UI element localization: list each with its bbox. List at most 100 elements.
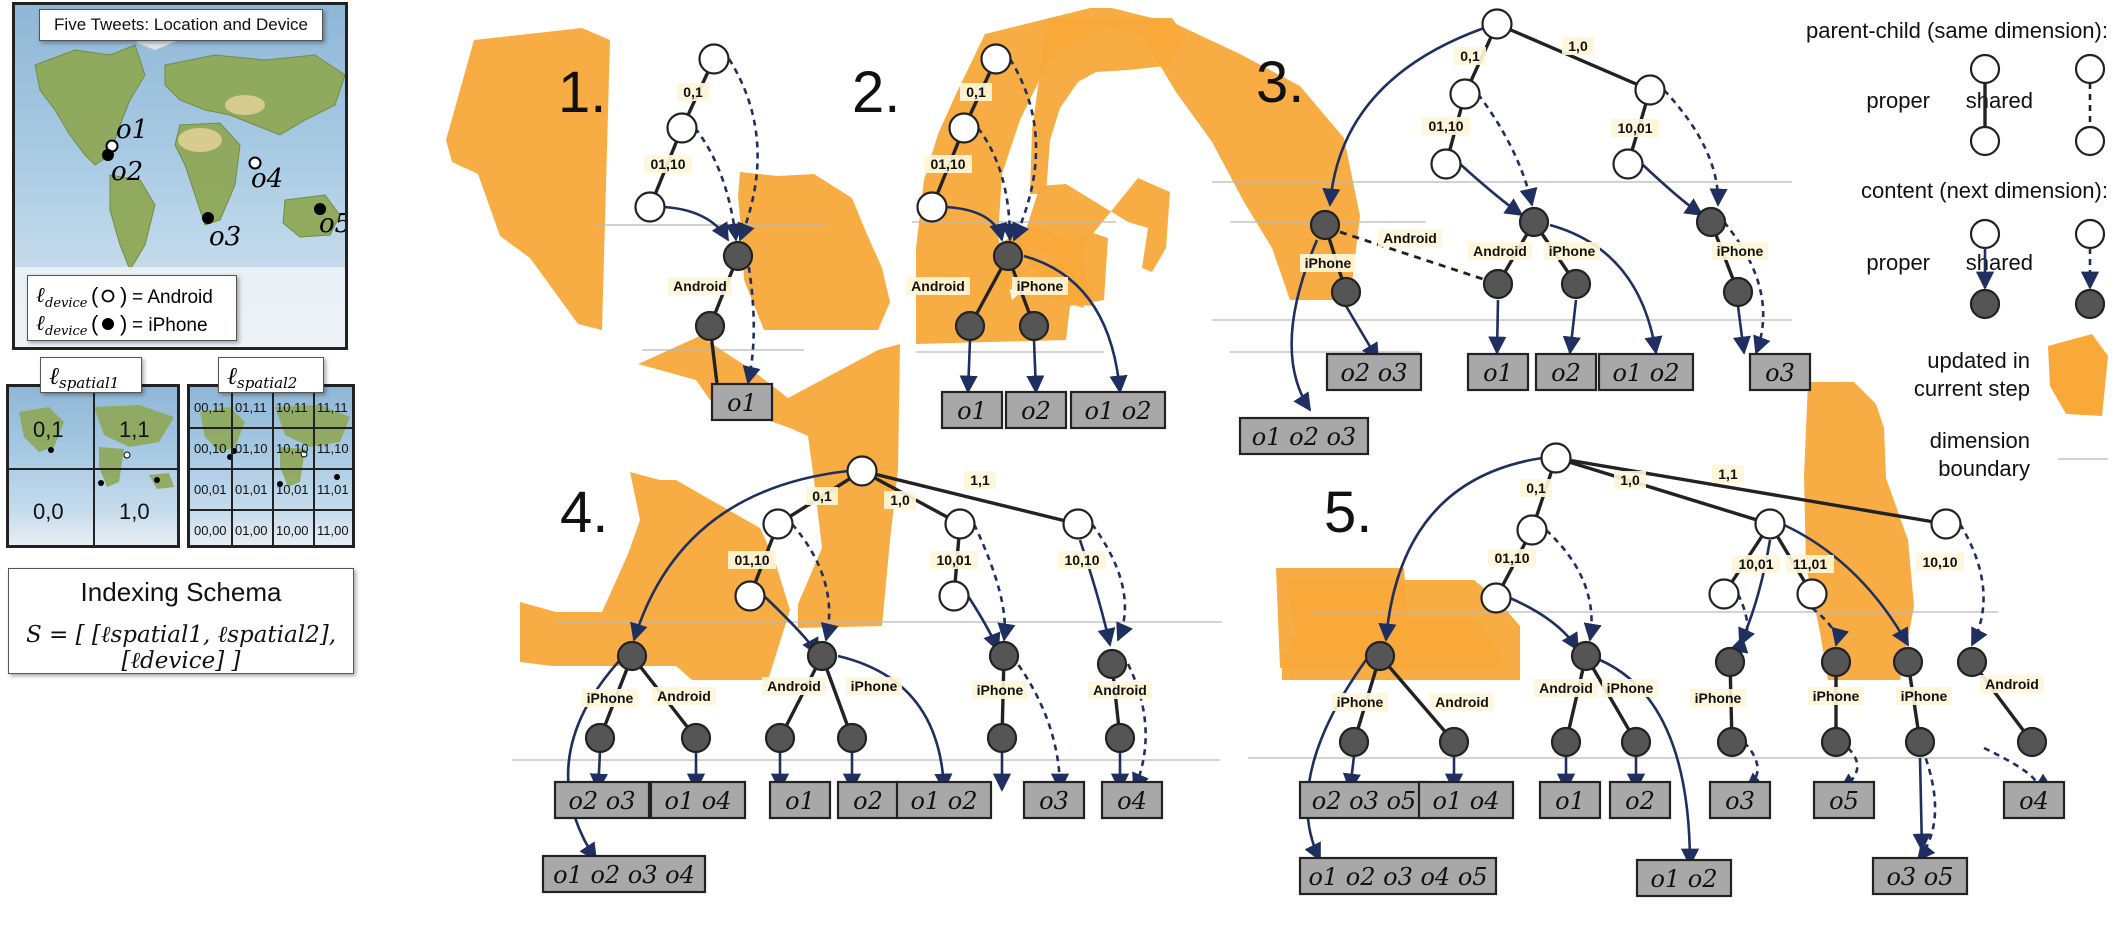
leaf-label: o1 o2 [910,787,977,815]
proper-parent-child-edge [1444,93,1467,165]
proper-parent-child-edge [708,255,740,327]
edge-label: iPhone [1901,688,1948,704]
edge-label: iPhone [851,678,898,694]
proper-content-edge [1023,254,1128,394]
content-node [1364,640,1396,672]
edge-label: 01,10 [930,156,965,172]
legend-node [2074,218,2106,250]
content-node [1550,726,1582,758]
legend-node [2074,288,2106,320]
proper-parent-child-edge [1352,655,1382,743]
proper-parent-child-edge [962,58,998,129]
content-node [680,722,712,754]
spatial2-title: ℓ spatial2 [218,357,324,393]
edge-label: 0,1 [966,84,986,100]
edge-label-bg [1332,693,1388,711]
android-legend-label: = Android [132,287,213,308]
proper-parent-child-edge [630,654,698,740]
proper-parent-child-edge [1906,661,1922,743]
proper-content-edge [837,654,953,792]
leaf-label: o1 o2 o3 [1252,423,1356,451]
shared-content-edge [976,127,1020,242]
leaf-box [1298,856,1498,896]
world-map-panel: o1 o2 o3 o4 o5 Five Tweets: Location and… [12,2,348,350]
proper-content-edge [1290,239,1319,412]
content-node [986,722,1018,754]
shared-content-edge [791,523,839,642]
deserts [178,95,265,152]
spatial1-cell-0-1: 0,1 [33,417,64,442]
edge-label: iPhone [1813,688,1860,704]
leaf-label: o1 o4 [664,787,731,815]
proper-parent-child-edge [1728,661,1734,743]
leaf-label: o2 [1021,397,1051,425]
edge-label-bg [1454,47,1486,65]
proper-parent-child-edge [1555,456,1947,526]
edge-label: iPhone [587,690,634,706]
shared-content-edge [693,127,744,242]
android-symbol [101,289,115,303]
edge-label: 10,10 [1064,552,1099,568]
paren-open-1: ( [91,283,99,308]
edge-label: Android [911,278,965,294]
leaf-box [1238,416,1370,456]
edge-label-bg [972,681,1028,699]
edge-label-bg [1058,551,1106,569]
legend-node [2074,125,2106,157]
spatial1-cell-1-1: 1,1 [119,417,150,442]
leaf-label: o4 [2019,787,2049,815]
shared-content-edge [1476,93,1538,207]
edge-label-bg [1916,553,1964,571]
point-o4-marker [248,156,262,170]
legend-text: dimension [1930,428,2030,453]
edge-label-bg [960,83,992,101]
updated-region [916,8,1360,344]
spatial-node [916,191,948,223]
proper-content-edge [1304,659,1368,862]
spatial2-cell: 00,01 [194,482,227,497]
leaf-label: o1 o2 [1084,397,1151,425]
spatial2-cell: 00,10 [194,441,227,456]
leaf-box [940,390,1004,430]
spatial-node [1930,508,1962,540]
proper-content-edge [966,595,1001,652]
proper-parent-child-edge [1463,23,1499,95]
proper-parent-child-edge [1378,654,1456,744]
edge-label: 0,1 [1526,480,1546,496]
spatial2-cell: 01,01 [235,482,268,497]
leaf-label: o2 o3 o5 [1312,787,1416,815]
content-node [836,722,868,754]
edge-label-bg [1896,687,1952,705]
south-america [109,174,156,272]
leaf-label: o4 [1117,787,1147,815]
edge-label-bg [1378,229,1442,247]
shared-content-edge [1811,606,1849,647]
edge-label: 1,1 [1718,466,1738,482]
spatial2-map [200,405,350,487]
edge-label-bg [762,677,826,695]
edge-label: iPhone [1305,255,1352,271]
point-o3-label: o3 [209,222,241,252]
proper-parent-child-edge [680,58,716,129]
proper-parent-child-edge [1709,221,1740,293]
edge-label-bg [1611,119,1659,137]
leaf-box [1608,780,1672,820]
content-node [1482,268,1514,300]
content-node [1518,206,1550,238]
edge-label: Android [1539,680,1593,696]
proper-parent-child-edge [861,469,961,526]
edge-label: iPhone [1017,278,1064,294]
leaf-box [2002,780,2066,820]
edge-label-bg [644,155,692,173]
proper-parent-child-edge [930,127,966,208]
edge-label: Android [1093,682,1147,698]
leaf-label: o1 [727,389,757,417]
spatial2-cell: 11,00 [317,523,349,538]
indexing-schema-formula: S = [ [ℓspatial1, ℓspatial2], [ℓdevice] … [25,622,337,674]
proper-parent-child-edge [777,469,863,526]
leaf-box [553,780,651,820]
spatial-node [980,43,1012,75]
spatial-node [634,191,666,223]
leaf-box [1004,390,1068,430]
spatial-node [846,455,878,487]
